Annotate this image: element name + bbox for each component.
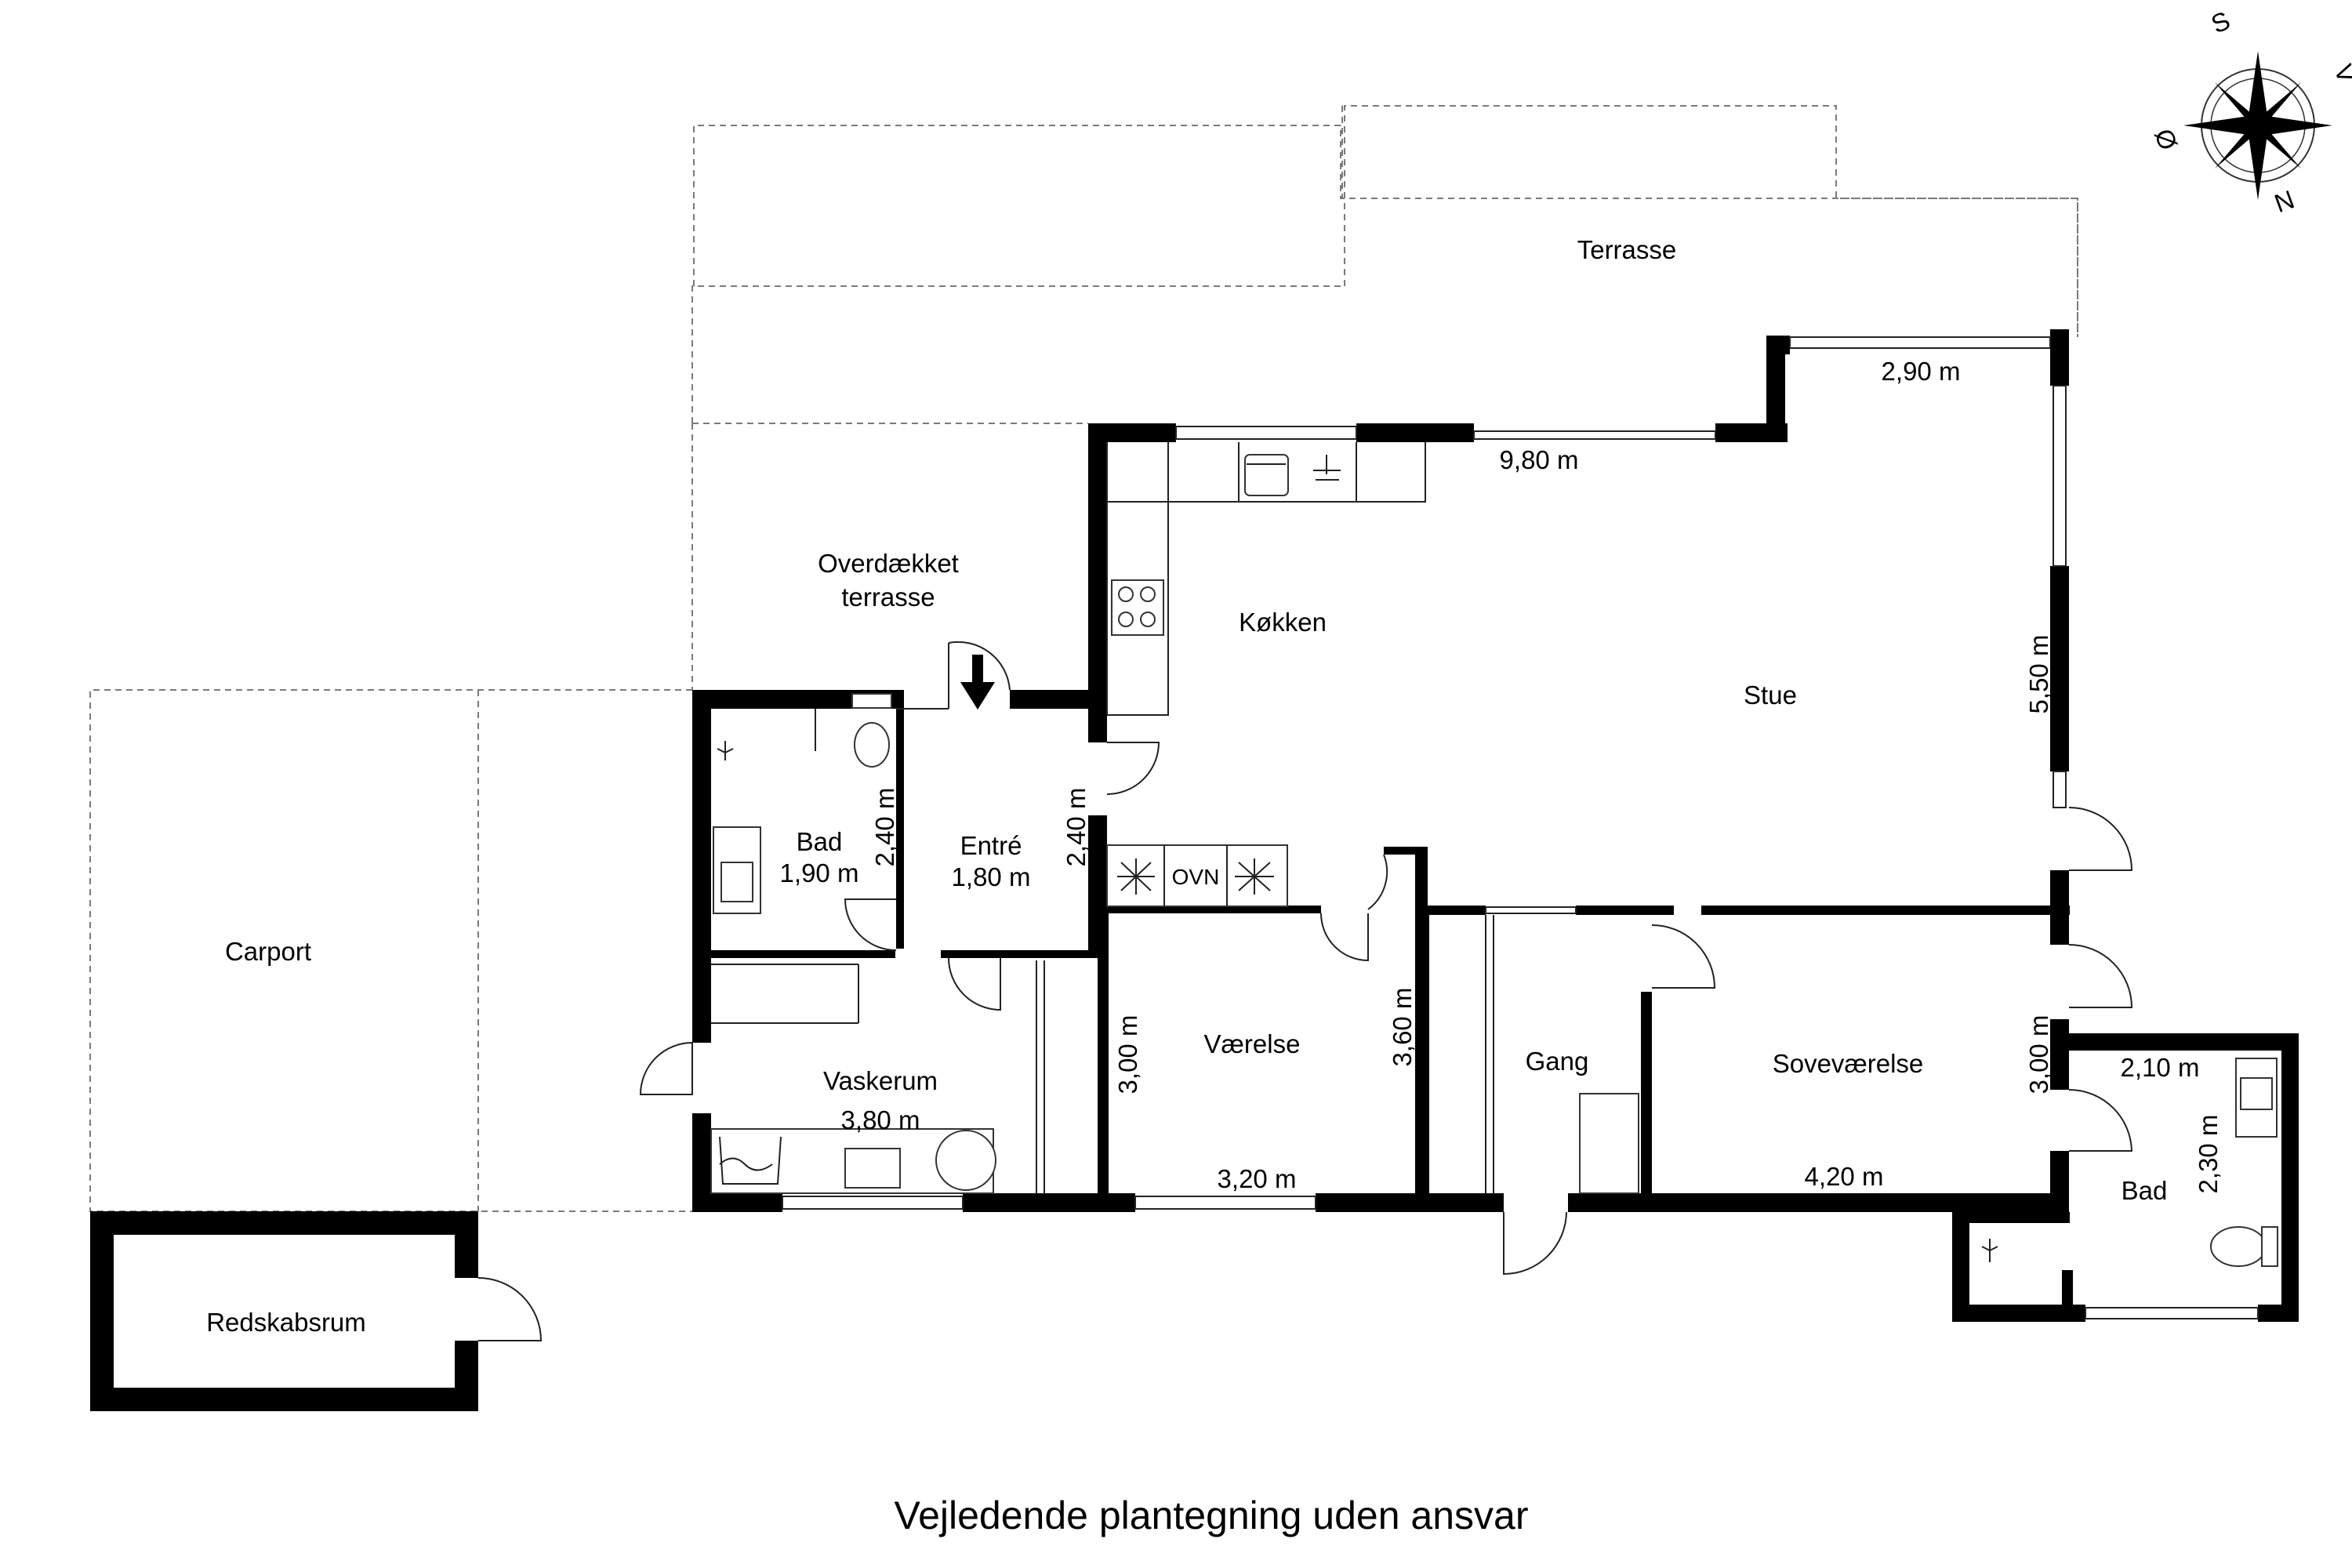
compass-rose-icon [2183,51,2332,200]
room-overdaekket-line2: terrasse [841,583,935,612]
dim-entre-height: 2,40 m [1062,788,1091,867]
room-bad1: Bad [797,827,843,856]
compass-n-label: N [2270,185,2298,219]
compass-s-label: S [2207,5,2234,39]
dim-bad1-width: 1,90 m [780,858,859,887]
dim-stue-top: 2,90 m [1882,357,1961,386]
room-koekken: Køkken [1239,608,1327,637]
caption: Vejledende plantegning uden ansvar [894,1494,1528,1537]
room-sovevaerelse: Soveværelse [1773,1049,1924,1078]
dim-vaerelse-height-right: 3,60 m [1388,988,1417,1067]
compass-o-label: Ø [2149,125,2183,154]
dim-bad2-height: 2,30 m [2194,1115,2223,1194]
dim-bad2-width: 2,10 m [2121,1053,2200,1082]
room-vaerelse: Værelse [1204,1029,1301,1058]
dim-sove-height: 3,00 m [2024,1015,2053,1094]
dim-koekken-width: 9,80 m [1500,445,1579,474]
dim-vaerelse-width: 3,20 m [1218,1164,1297,1193]
windows [782,336,2259,1319]
room-gang: Gang [1526,1047,1589,1076]
oven-label: OVN [1172,865,1220,889]
outdoor-outlines [89,105,2078,1212]
room-entre: Entré [960,831,1022,860]
dim-entre-width: 1,80 m [952,862,1031,891]
room-bad2: Bad [2122,1176,2168,1205]
dim-stue-side: 5,50 m [2024,635,2053,714]
dim-sove-width: 4,20 m [1805,1162,1884,1191]
fixtures [710,442,2278,1267]
room-overdaekket-line1: Overdækket [818,549,959,578]
dim-vaskerum-width: 3,80 m [841,1105,920,1134]
entrance-arrow-icon [960,655,995,710]
room-terrasse: Terrasse [1577,235,1677,264]
room-carport: Carport [225,937,311,966]
room-redskabsrum: Redskabsrum [206,1308,366,1337]
room-vaskerum: Vaskerum [823,1066,938,1095]
room-stue: Stue [1744,681,1797,710]
room-labels: Terrasse Overdækket terrasse Køkken Stue… [206,235,2167,1337]
dim-vaerelse-height-left: 3,00 m [1113,1015,1142,1094]
doors [477,641,2133,1341]
compass-v-label: V [2328,60,2352,86]
dimension-labels: 2,90 m 9,80 m 5,50 m 1,90 m 2,40 m 1,80 … [780,357,2223,1193]
dim-bad1-height: 2,40 m [870,788,899,867]
